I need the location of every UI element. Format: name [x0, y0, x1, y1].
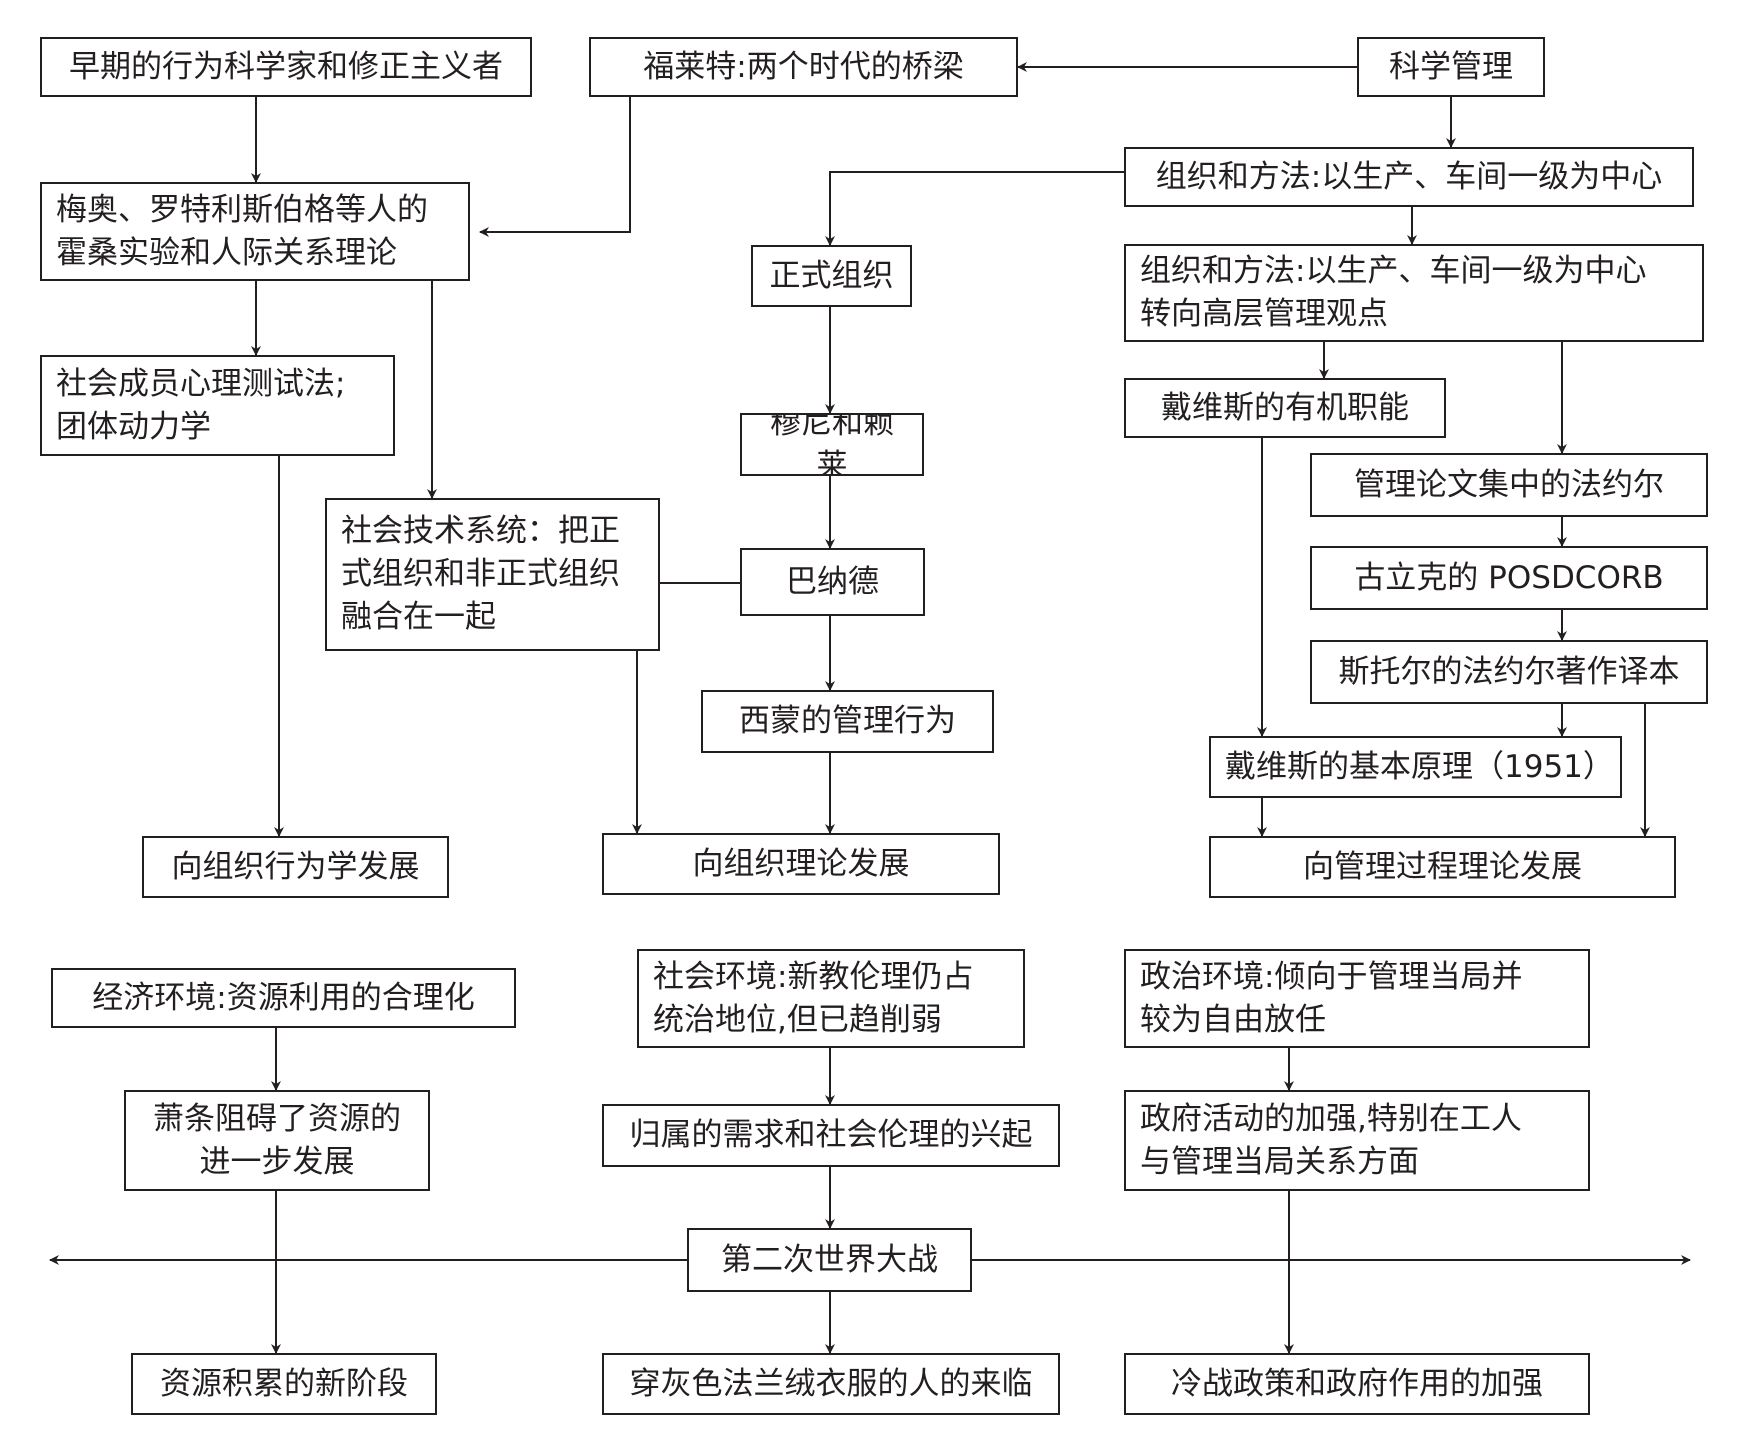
node-political-environment-label: 政治环境:倾向于管理当局并 较为自由放任: [1140, 958, 1523, 1038]
node-barnard: 巴纳德: [740, 548, 925, 616]
node-early-behavioral-scientists-label: 早期的行为科学家和修正主义者: [69, 48, 503, 85]
node-storrs-translation-label: 斯托尔的法约尔著作译本: [1338, 653, 1680, 690]
node-depression: 萧条阻碍了资源的 进一步发展: [124, 1090, 430, 1191]
node-gray-flannel-suit: 穿灰色法兰绒衣服的人的来临: [602, 1353, 1060, 1415]
node-scientific-management: 科学管理: [1357, 37, 1545, 97]
node-fayol-papers-label: 管理论文集中的法约尔: [1354, 466, 1664, 503]
node-davis-fundamentals: 戴维斯的基本原理（1951）: [1209, 736, 1622, 798]
node-social-environment-label: 社会环境:新教伦理仍占 统治地位,但已趋削弱: [653, 958, 974, 1038]
node-scientific-management-label: 科学管理: [1389, 48, 1513, 85]
node-org-methods-shop: 组织和方法:以生产、车间一级为中心: [1124, 147, 1694, 207]
node-economic-environment: 经济环境:资源利用的合理化: [51, 968, 516, 1028]
node-gulick-posdcorb: 古立克的 POSDCORB: [1310, 546, 1708, 610]
node-world-war-two-label: 第二次世界大战: [721, 1241, 938, 1278]
node-fayol-papers: 管理论文集中的法约尔: [1310, 453, 1708, 517]
node-cold-war-policy: 冷战政策和政府作用的加强: [1124, 1353, 1590, 1415]
node-toward-organizational-behavior: 向组织行为学发展: [142, 836, 449, 898]
node-sociotechnical-system: 社会技术系统：把正 式组织和非正式组织 融合在一起: [325, 498, 660, 651]
node-hawthorne-label: 梅奥、罗特利斯伯格等人的 霍桑实验和人际关系理论: [56, 191, 428, 271]
node-sociotechnical-system-label: 社会技术系统：把正 式组织和非正式组织 融合在一起: [341, 513, 620, 635]
node-toward-organization-theory-label: 向组织理论发展: [692, 845, 910, 882]
node-toward-management-process-label: 向管理过程理论发展: [1303, 848, 1582, 885]
node-government-activity-label: 政府活动的加强,特别在工人 与管理当局关系方面: [1140, 1100, 1522, 1180]
node-belonging-needs-label: 归属的需求和社会伦理的兴起: [629, 1117, 1033, 1153]
node-davis-organic-functions: 戴维斯的有机职能: [1124, 378, 1446, 438]
node-government-activity: 政府活动的加强,特别在工人 与管理当局关系方面: [1124, 1090, 1590, 1191]
node-simon-administrative-behavior-label: 西蒙的管理行为: [739, 703, 956, 739]
node-sociometry-label: 社会成员心理测试法; 团体动力学: [56, 365, 346, 445]
node-org-methods-shop-label: 组织和方法:以生产、车间一级为中心: [1155, 158, 1663, 195]
node-cold-war-policy-label: 冷战政策和政府作用的加强: [1171, 1365, 1543, 1402]
node-follett: 福莱特:两个时代的桥梁: [589, 37, 1018, 97]
node-gulick-posdcorb-label: 古立克的 POSDCORB: [1354, 559, 1664, 596]
node-org-methods-top-mgmt: 组织和方法:以生产、车间一级为中心 转向高层管理观点: [1124, 244, 1704, 342]
arrow-orgmethods-to-formal: [825, 171, 1124, 246]
node-davis-fundamentals-label: 戴维斯的基本原理（1951）: [1225, 748, 1614, 785]
node-early-behavioral-scientists: 早期的行为科学家和修正主义者: [40, 37, 532, 97]
node-davis-organic-functions-label: 戴维斯的有机职能: [1161, 389, 1409, 426]
node-social-environment: 社会环境:新教伦理仍占 统治地位,但已趋削弱: [637, 949, 1025, 1048]
node-follett-label: 福莱特:两个时代的桥梁: [643, 48, 964, 85]
node-resource-accumulation-label: 资源积累的新阶段: [160, 1365, 408, 1402]
node-hawthorne: 梅奥、罗特利斯伯格等人的 霍桑实验和人际关系理论: [40, 182, 470, 281]
node-belonging-needs: 归属的需求和社会伦理的兴起: [602, 1104, 1060, 1167]
node-world-war-two: 第二次世界大战: [687, 1228, 972, 1292]
node-mooney-reiley: 穆尼和赖莱: [740, 413, 924, 476]
node-toward-organizational-behavior-label: 向组织行为学发展: [171, 848, 420, 885]
node-resource-accumulation: 资源积累的新阶段: [131, 1353, 437, 1415]
node-formal-organization-label: 正式组织: [769, 257, 894, 294]
node-economic-environment-label: 经济环境:资源利用的合理化: [92, 979, 475, 1016]
node-toward-management-process: 向管理过程理论发展: [1209, 836, 1676, 898]
node-sociometry: 社会成员心理测试法; 团体动力学: [40, 355, 395, 456]
node-mooney-reiley-label: 穆尼和赖莱: [770, 413, 894, 476]
node-formal-organization: 正式组织: [751, 245, 912, 307]
node-gray-flannel-suit-label: 穿灰色法兰绒衣服的人的来临: [629, 1365, 1033, 1402]
node-toward-organization-theory: 向组织理论发展: [602, 833, 1000, 895]
node-simon-administrative-behavior: 西蒙的管理行为: [701, 690, 994, 753]
node-storrs-translation: 斯托尔的法约尔著作译本: [1310, 640, 1708, 704]
node-barnard-label: 巴纳德: [786, 563, 879, 600]
node-depression-label: 萧条阻碍了资源的 进一步发展: [153, 1100, 401, 1180]
node-org-methods-top-mgmt-label: 组织和方法:以生产、车间一级为中心 转向高层管理观点: [1140, 253, 1647, 332]
node-political-environment: 政治环境:倾向于管理当局并 较为自由放任: [1124, 949, 1590, 1048]
arrow-follett-to-hawthorne: [479, 97, 631, 237]
